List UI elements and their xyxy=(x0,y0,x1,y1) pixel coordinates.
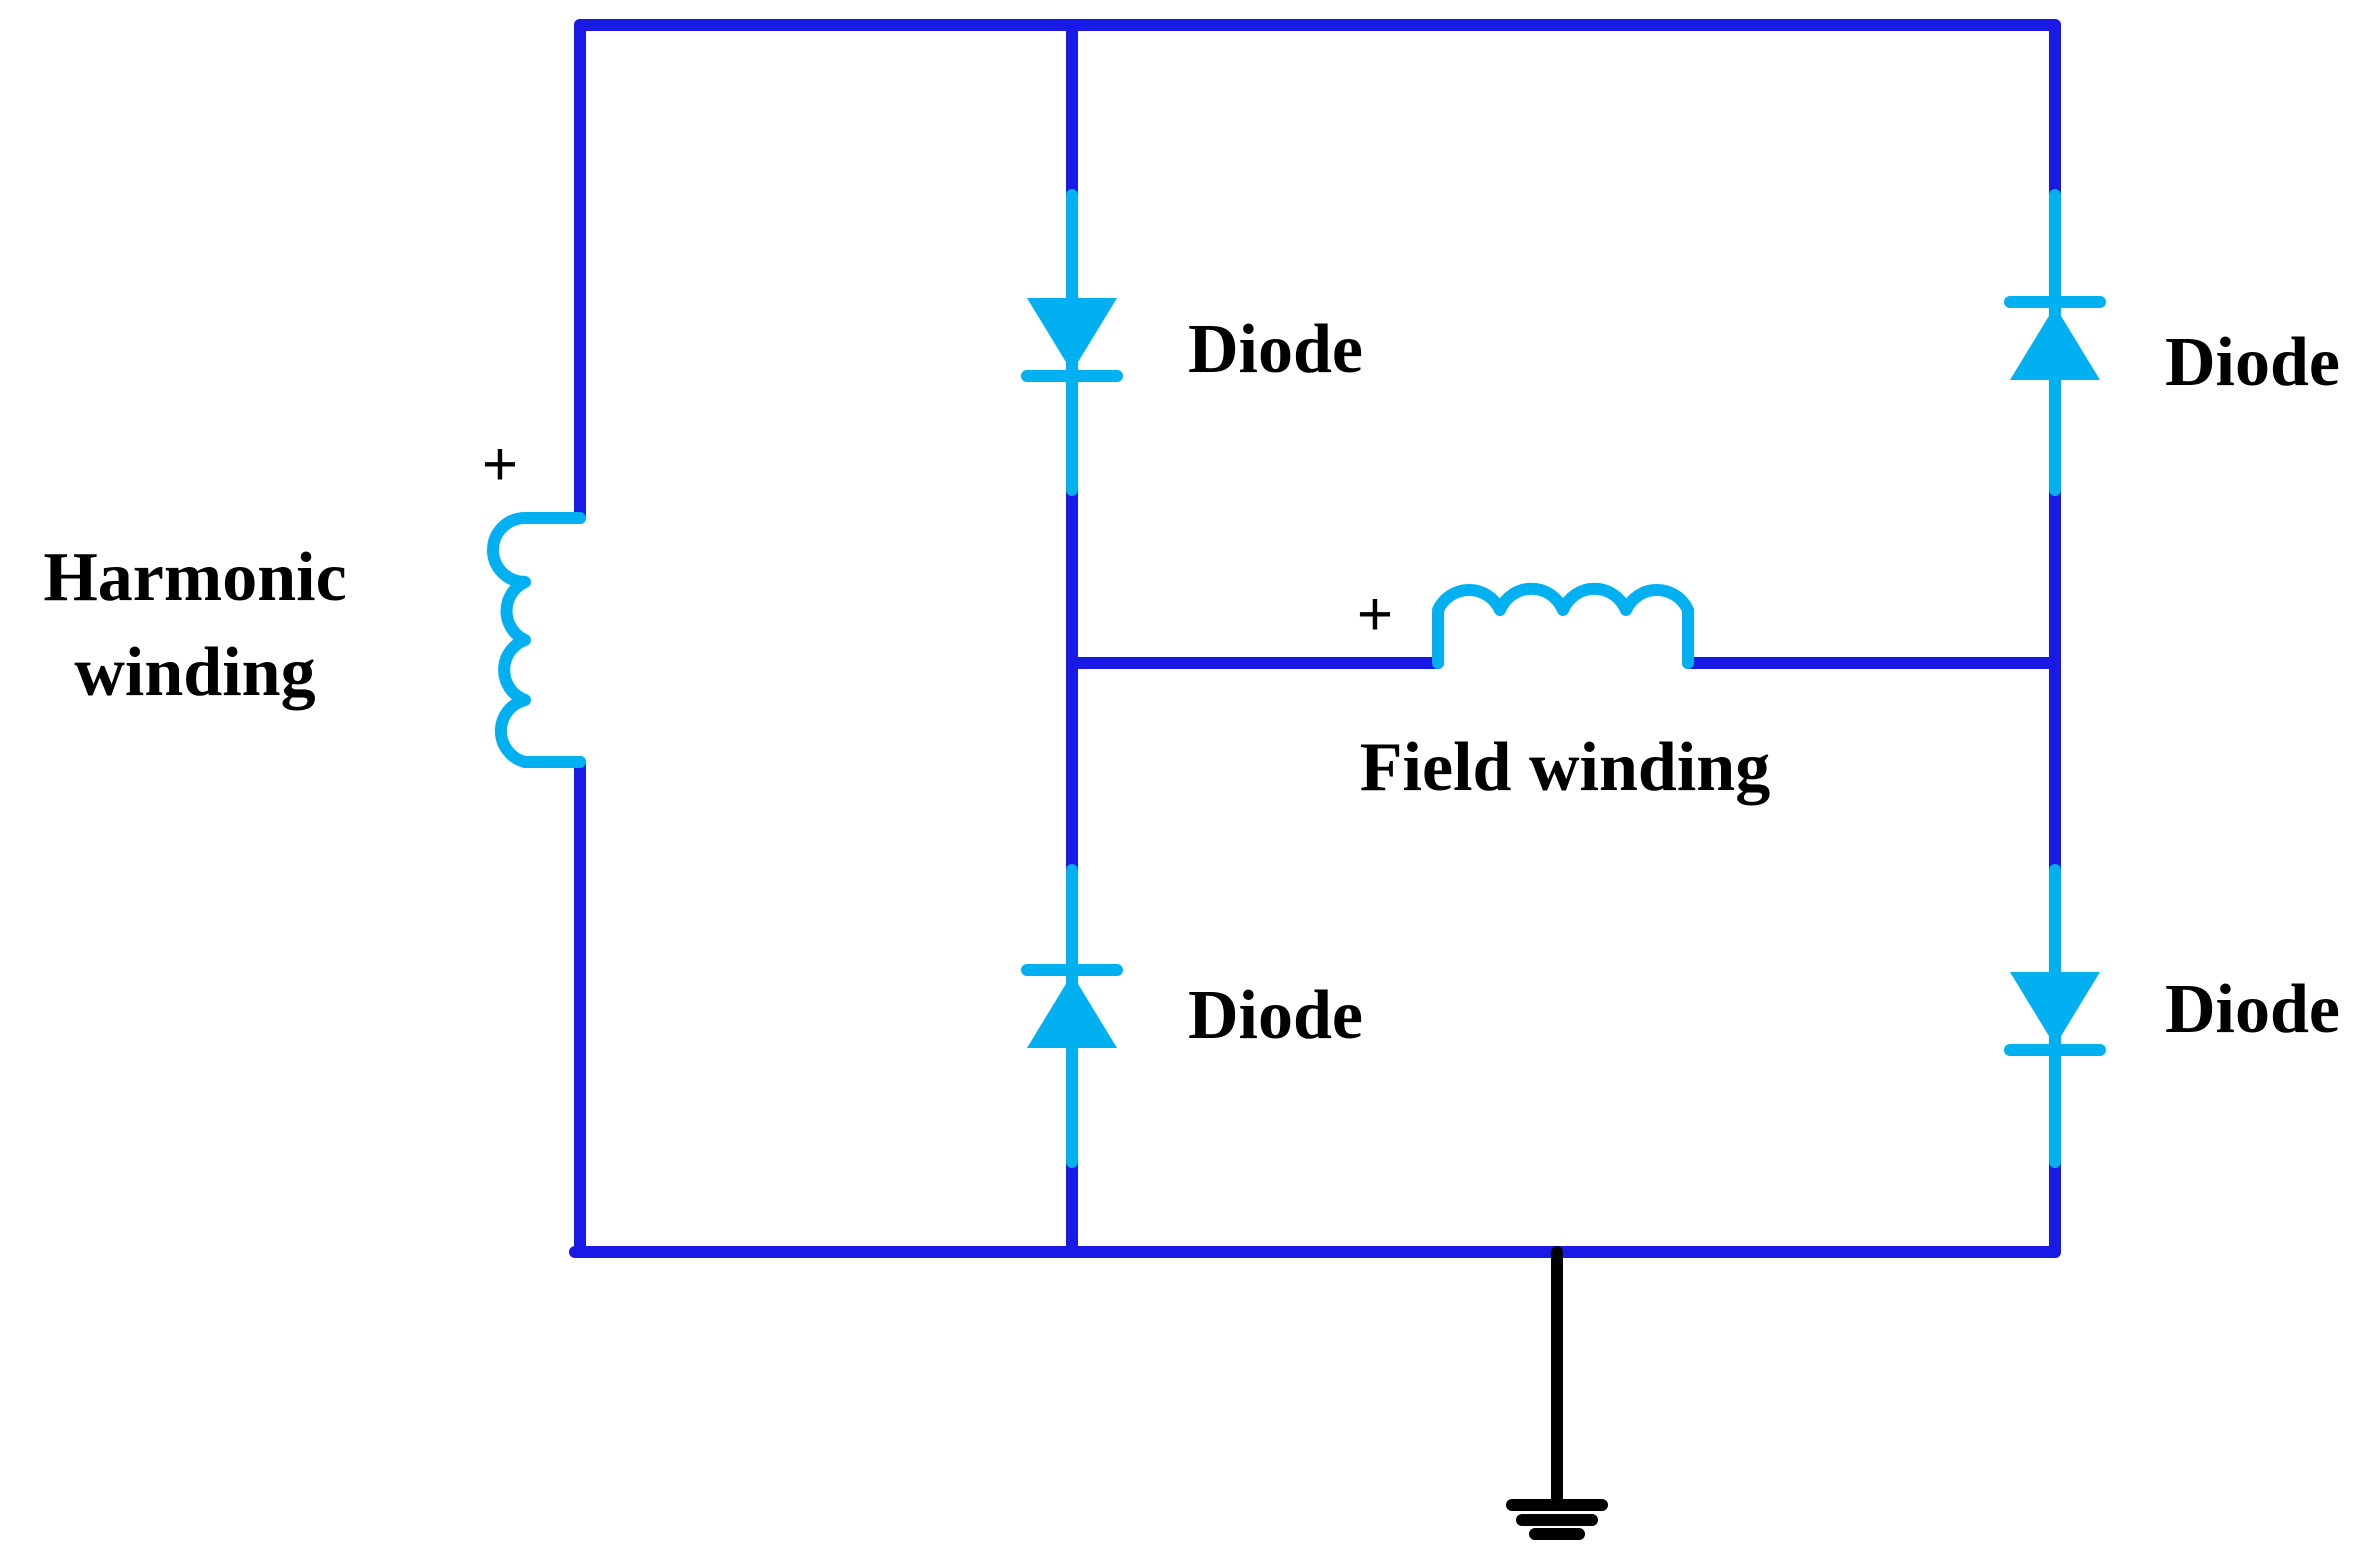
diode-icon xyxy=(1027,298,1117,372)
diode-top-left xyxy=(1021,189,1123,496)
field-winding-label: Field winding xyxy=(1360,729,1770,806)
inductor-coil-icon xyxy=(487,512,586,768)
field-winding-inductor xyxy=(1432,582,1694,669)
harmonic-plus-sign: + xyxy=(482,430,518,499)
diode-top-right xyxy=(2004,189,2106,496)
diode-icon xyxy=(2010,972,2100,1046)
diode-icon xyxy=(1027,974,1117,1048)
harmonic-winding-label-line1: Harmonic xyxy=(43,539,346,616)
diode-bottom-right xyxy=(2004,864,2106,1168)
diode-bottom-right-label: Diode xyxy=(2165,971,2340,1048)
harmonic-winding-inductor xyxy=(487,512,586,768)
wires xyxy=(569,19,2061,1258)
components xyxy=(487,189,2106,1168)
diode-bottom-left xyxy=(1021,864,1123,1168)
harmonic-winding-label-line2: winding xyxy=(74,634,315,711)
labels: + + Diode Diode Diode Diode Harmonic win… xyxy=(43,311,2340,1054)
diode-icon xyxy=(2010,306,2100,380)
ground-symbol-icon xyxy=(1506,1246,1608,1540)
field-plus-sign: + xyxy=(1357,580,1393,649)
diode-top-left-label: Diode xyxy=(1188,311,1363,388)
diode-bottom-left-label: Diode xyxy=(1188,977,1363,1054)
inductor-coil-icon xyxy=(1432,582,1694,669)
diode-top-right-label: Diode xyxy=(2165,324,2340,401)
